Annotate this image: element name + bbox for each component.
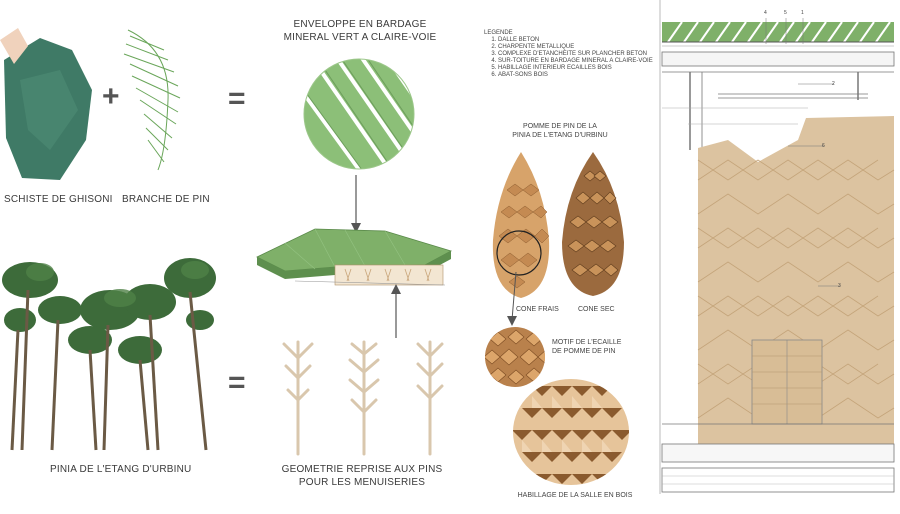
- pine-trees-image: [2, 258, 216, 451]
- section-tag-3: 3: [838, 283, 841, 289]
- cone-sec-caption: CONE SEC: [578, 306, 615, 313]
- legend-item: HABILLAGE INTERIEUR ECAILLES BOIS: [498, 65, 653, 72]
- schiste-caption: SCHISTE DE GHISONI: [4, 194, 113, 205]
- enveloppe-caption-line1: ENVELOPPE EN BARDAGE: [293, 19, 427, 30]
- section-tag-5: 5: [784, 10, 787, 16]
- legend-title: LEGENDE: [484, 30, 513, 36]
- building-roof-isometric: [256, 228, 453, 286]
- dry-pine-cone-image: [562, 152, 624, 296]
- arrow-up-connector: [391, 284, 401, 338]
- pomme-caption: POMME DE PIN DE LA PINIA DE L'ETANG D'UR…: [490, 122, 630, 140]
- geometrie-caption-line1: GEOMETRIE REPRISE AUX PINS: [281, 464, 443, 475]
- habillage-caption: HABILLAGE DE LA SALLE EN BOIS: [517, 492, 633, 499]
- motif-caption: MOTIF DE L'ECAILLE DE POMME DE PIN: [552, 338, 621, 356]
- section-tag-6: 6: [822, 143, 825, 149]
- cone-frais-caption: CONE FRAIS: [516, 306, 559, 313]
- arrow-down-connector: [351, 175, 361, 233]
- scale-motif-circle: [485, 327, 545, 387]
- enveloppe-caption: ENVELOPPE EN BARDAGE MINERAL VERT A CLAI…: [260, 18, 460, 44]
- legend-item: ABAT-SONS BOIS: [498, 72, 653, 79]
- pomme-caption-line1: POMME DE PIN DE LA: [523, 123, 597, 130]
- pine-branch-image: [123, 29, 181, 171]
- equals-operator-bottom: =: [228, 366, 246, 399]
- schist-stone-image: [0, 28, 92, 180]
- section-tag-1: 1: [801, 10, 804, 16]
- pinia-caption: PINIA DE L'ETANG D'URBINU: [50, 464, 192, 475]
- section-tag-2: 2: [832, 81, 835, 87]
- legend-item: COMPLEXE D'ETANCHEITE SUR PLANCHER BETON: [498, 51, 653, 58]
- geometrie-caption-line2: POUR LES MENUISERIES: [298, 477, 426, 488]
- section-drawing: [659, 0, 895, 494]
- pomme-caption-line2: PINIA DE L'ETANG D'URBINU: [512, 132, 608, 139]
- legend-item: SUR-TOITURE EN BARDAGE MINERAL A CLAIRE-…: [498, 58, 653, 65]
- motif-caption-line2: DE POMME DE PIN: [552, 348, 616, 355]
- fresh-pine-cone-image: [492, 152, 550, 298]
- motif-caption-line1: MOTIF DE L'ECAILLE: [552, 339, 622, 346]
- pine-geometry-pictograms: [282, 340, 444, 456]
- legend-item: DALLE BETON: [498, 37, 653, 44]
- plus-operator: +: [102, 80, 120, 113]
- arrow-zoom-connector: [507, 271, 517, 326]
- wood-cladding-circle: [513, 379, 629, 485]
- equals-operator-top: =: [228, 82, 246, 115]
- branche-caption: BRANCHE DE PIN: [122, 194, 210, 205]
- enveloppe-caption-line2: MINERAL VERT A CLAIRE-VOIE: [283, 32, 437, 43]
- geometrie-caption: GEOMETRIE REPRISE AUX PINS POUR LES MENU…: [262, 463, 462, 489]
- legend-item: CHARPENTE METALLIQUE: [498, 44, 653, 51]
- section-tag-4: 4: [764, 10, 767, 16]
- green-cladding-circle: [303, 58, 415, 170]
- legend: LEGENDE DALLE BETON CHARPENTE METALLIQUE…: [484, 30, 653, 79]
